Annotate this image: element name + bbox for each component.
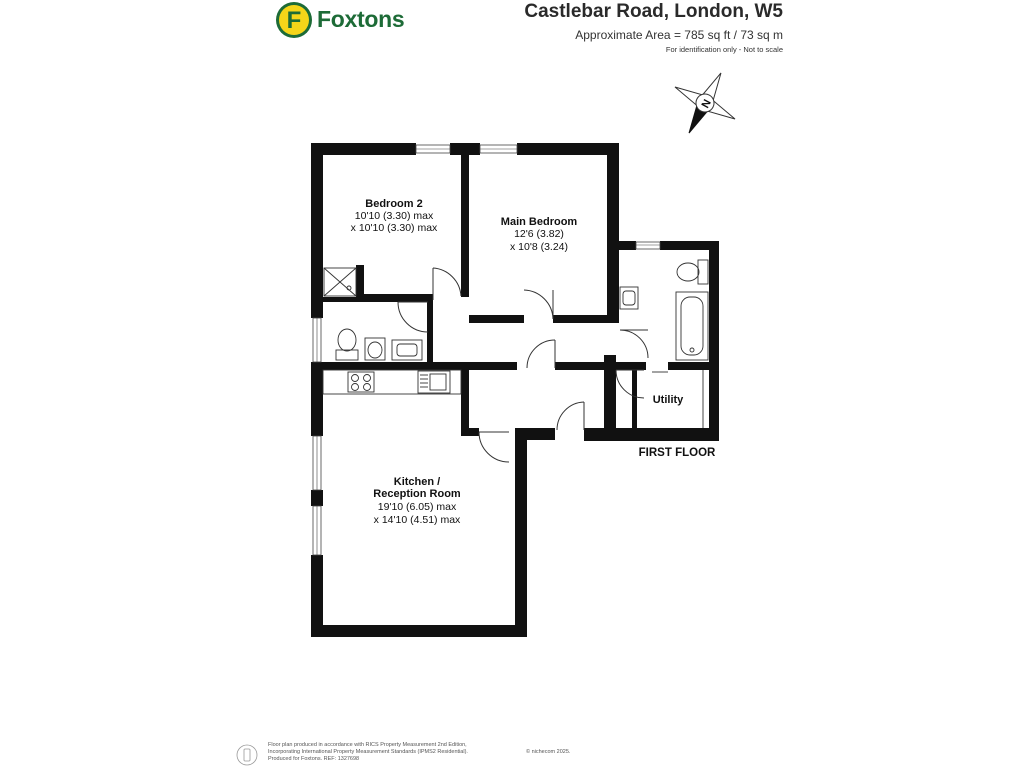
basin-icon — [364, 337, 386, 361]
utility-shelf — [652, 370, 704, 428]
bath-icon — [675, 291, 709, 361]
kitchen-counter — [322, 369, 462, 395]
hob-icon — [347, 371, 375, 393]
property-title: Castlebar Road, London, W5 — [524, 1, 783, 22]
footer-text: Floor plan produced in accordance with R… — [268, 742, 468, 763]
room-bedroom-2: Bedroom 2 10'10 (3.30) max x 10'10 (3.30… — [351, 198, 438, 234]
footer-line: Incorporating International Property Mea… — [268, 749, 468, 755]
room-name: Bedroom 2 — [365, 198, 422, 210]
room-name: Reception Room — [373, 488, 461, 500]
shower-icon — [323, 267, 357, 297]
footer: Floor plan produced in accordance with R… — [236, 742, 596, 768]
basin-icon — [391, 339, 423, 361]
sink-icon — [417, 370, 451, 394]
foxtons-logo: F Foxtons — [274, 0, 405, 40]
window-glazing-lines — [316, 148, 660, 555]
logo-mark-letter: F — [287, 7, 302, 34]
approximate-area: Approximate Area = 785 sq ft / 73 sq m — [575, 28, 783, 42]
room-name: Kitchen / — [394, 476, 440, 488]
room-dimension: 12'6 (3.82) — [514, 228, 564, 240]
compass-icon — [674, 72, 736, 134]
walls — [311, 143, 719, 637]
toilet-icon — [335, 328, 359, 361]
room-dimension: x 10'8 (3.24) — [510, 241, 568, 253]
room-main-bedroom: Main Bedroom 12'6 (3.82) x 10'8 (3.24) — [501, 216, 578, 253]
ipms-badge-icon — [236, 744, 258, 766]
door-swings — [397, 267, 649, 463]
room-kitchen-reception: Kitchen / Reception Room 19'10 (6.05) ma… — [373, 476, 461, 526]
basin-icon — [619, 286, 639, 310]
room-name: Main Bedroom — [501, 216, 578, 228]
footer-copyright: © nichecom 2025. — [526, 749, 571, 755]
foxtons-logo-mark: F — [276, 2, 312, 38]
floor-label: FIRST FLOOR — [639, 447, 716, 459]
room-dimension: 10'10 (3.30) max — [355, 210, 434, 222]
room-dimension: x 14'10 (4.51) max — [374, 514, 461, 526]
logo-wordmark: Foxtons — [317, 6, 405, 32]
room-utility: Utility — [653, 394, 684, 406]
footer-line: Floor plan produced in accordance with R… — [268, 742, 467, 748]
scale-disclaimer: For identification only - Not to scale — [665, 45, 783, 54]
room-dimension: 19'10 (6.05) max — [378, 501, 457, 513]
fixtures — [322, 259, 709, 428]
footer-line: Produced for Foxtons. REF: 1327698 — [268, 756, 360, 762]
toilet-icon — [676, 259, 709, 285]
room-dimension: x 10'10 (3.30) max — [351, 222, 438, 234]
